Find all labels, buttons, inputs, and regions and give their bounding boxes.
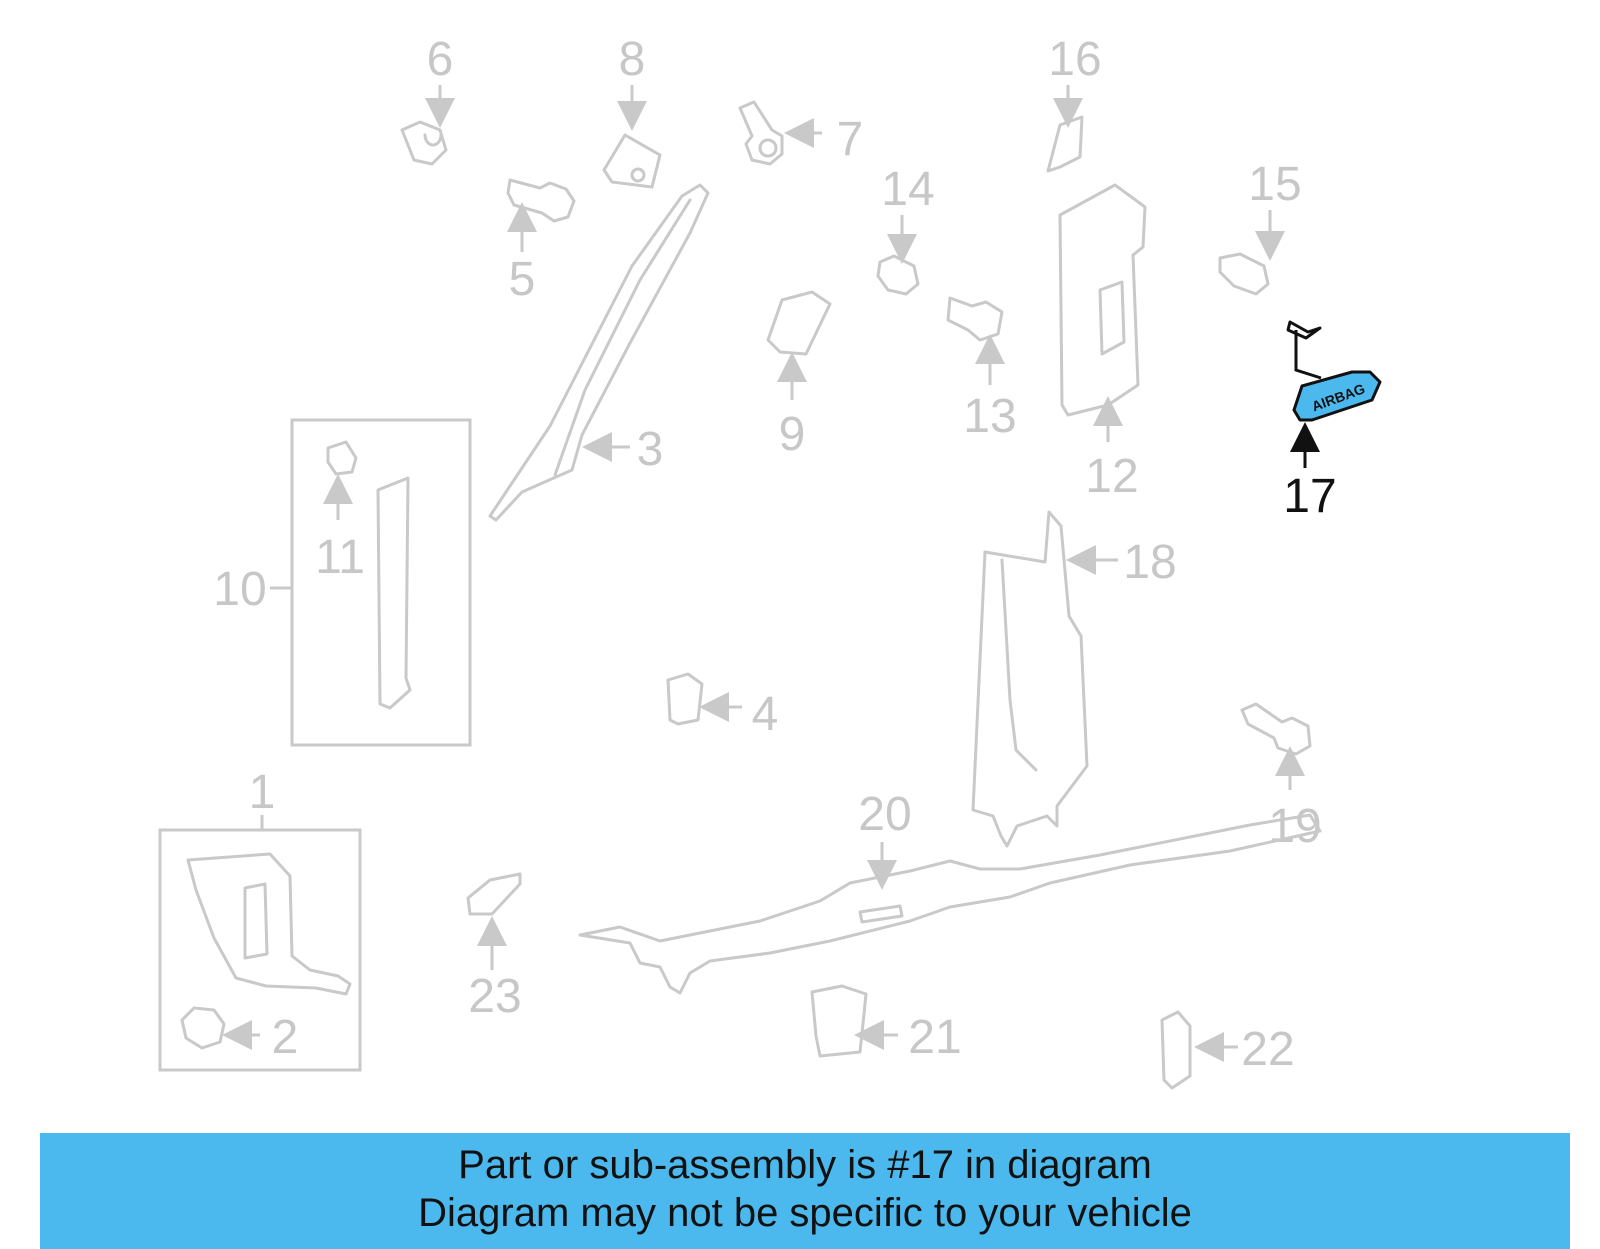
banner-line-2: Diagram may not be specific to your vehi…: [418, 1191, 1192, 1235]
callout-22: 22: [1241, 1023, 1294, 1076]
part-1-kick-panel-box[interactable]: 1 2: [158, 766, 362, 1072]
callout-2: 2: [272, 1011, 299, 1064]
callout-23: 23: [468, 970, 521, 1023]
part-12-b-pillar-upper[interactable]: 12: [1058, 183, 1147, 503]
part-11-clip[interactable]: 11: [315, 440, 365, 584]
part-2-clip[interactable]: 2: [180, 1006, 299, 1064]
callout-20: 20: [858, 788, 911, 841]
callout-13: 13: [963, 390, 1016, 443]
part-3-pillar-trim[interactable]: 3: [488, 183, 710, 522]
part-14-nut[interactable]: 14: [876, 163, 935, 296]
part-18-b-pillar-lower[interactable]: 18: [971, 510, 1177, 848]
part-23-plug[interactable]: 23: [466, 872, 522, 1023]
callout-12: 12: [1085, 450, 1138, 503]
callout-1: 1: [249, 766, 276, 819]
part-15-nut[interactable]: 15: [1218, 158, 1302, 296]
part-20-sill-plate[interactable]: 20: [578, 788, 1322, 995]
callout-18: 18: [1123, 536, 1176, 589]
callout-9: 9: [779, 408, 806, 461]
part-6-clip[interactable]: 6: [400, 33, 455, 166]
part-17-airbag-emblem[interactable]: AIRBAG 17: [1283, 320, 1382, 523]
callout-11: 11: [315, 531, 365, 584]
part-21-clip[interactable]: 21: [810, 984, 962, 1064]
part-10-trim-panel-box[interactable]: 10 11: [213, 418, 472, 747]
callout-15: 15: [1248, 158, 1301, 211]
part-9-block[interactable]: 9: [766, 290, 832, 461]
callout-6: 6: [427, 33, 454, 86]
part-8-bracket[interactable]: 8: [602, 33, 662, 189]
callout-7: 7: [837, 113, 864, 166]
callout-21: 21: [908, 1011, 961, 1064]
part-22-clip[interactable]: 22: [1160, 1010, 1295, 1090]
part-5-bolt[interactable]: 5: [506, 178, 576, 306]
callout-10: 10: [213, 563, 266, 616]
callout-3: 3: [637, 423, 664, 476]
part-4-clip[interactable]: 4: [666, 672, 779, 741]
callout-4: 4: [752, 688, 779, 741]
banner-line-1: Part or sub-assembly is #17 in diagram: [458, 1143, 1152, 1187]
callout-14: 14: [881, 163, 934, 216]
info-banner: Part or sub-assembly is #17 in diagram D…: [40, 1133, 1570, 1249]
callout-19: 19: [1268, 800, 1321, 853]
callout-8: 8: [619, 33, 646, 86]
part-7-bolt[interactable]: 7: [738, 100, 864, 166]
callout-17: 17: [1283, 470, 1336, 523]
airbag-emblem-body: [1292, 370, 1382, 422]
part-19-bolt[interactable]: 19: [1240, 702, 1322, 853]
part-16-clip[interactable]: 16: [1046, 33, 1102, 173]
callout-16: 16: [1048, 33, 1101, 86]
callout-5: 5: [509, 253, 536, 306]
part-13-bolt[interactable]: 13: [946, 296, 1017, 443]
